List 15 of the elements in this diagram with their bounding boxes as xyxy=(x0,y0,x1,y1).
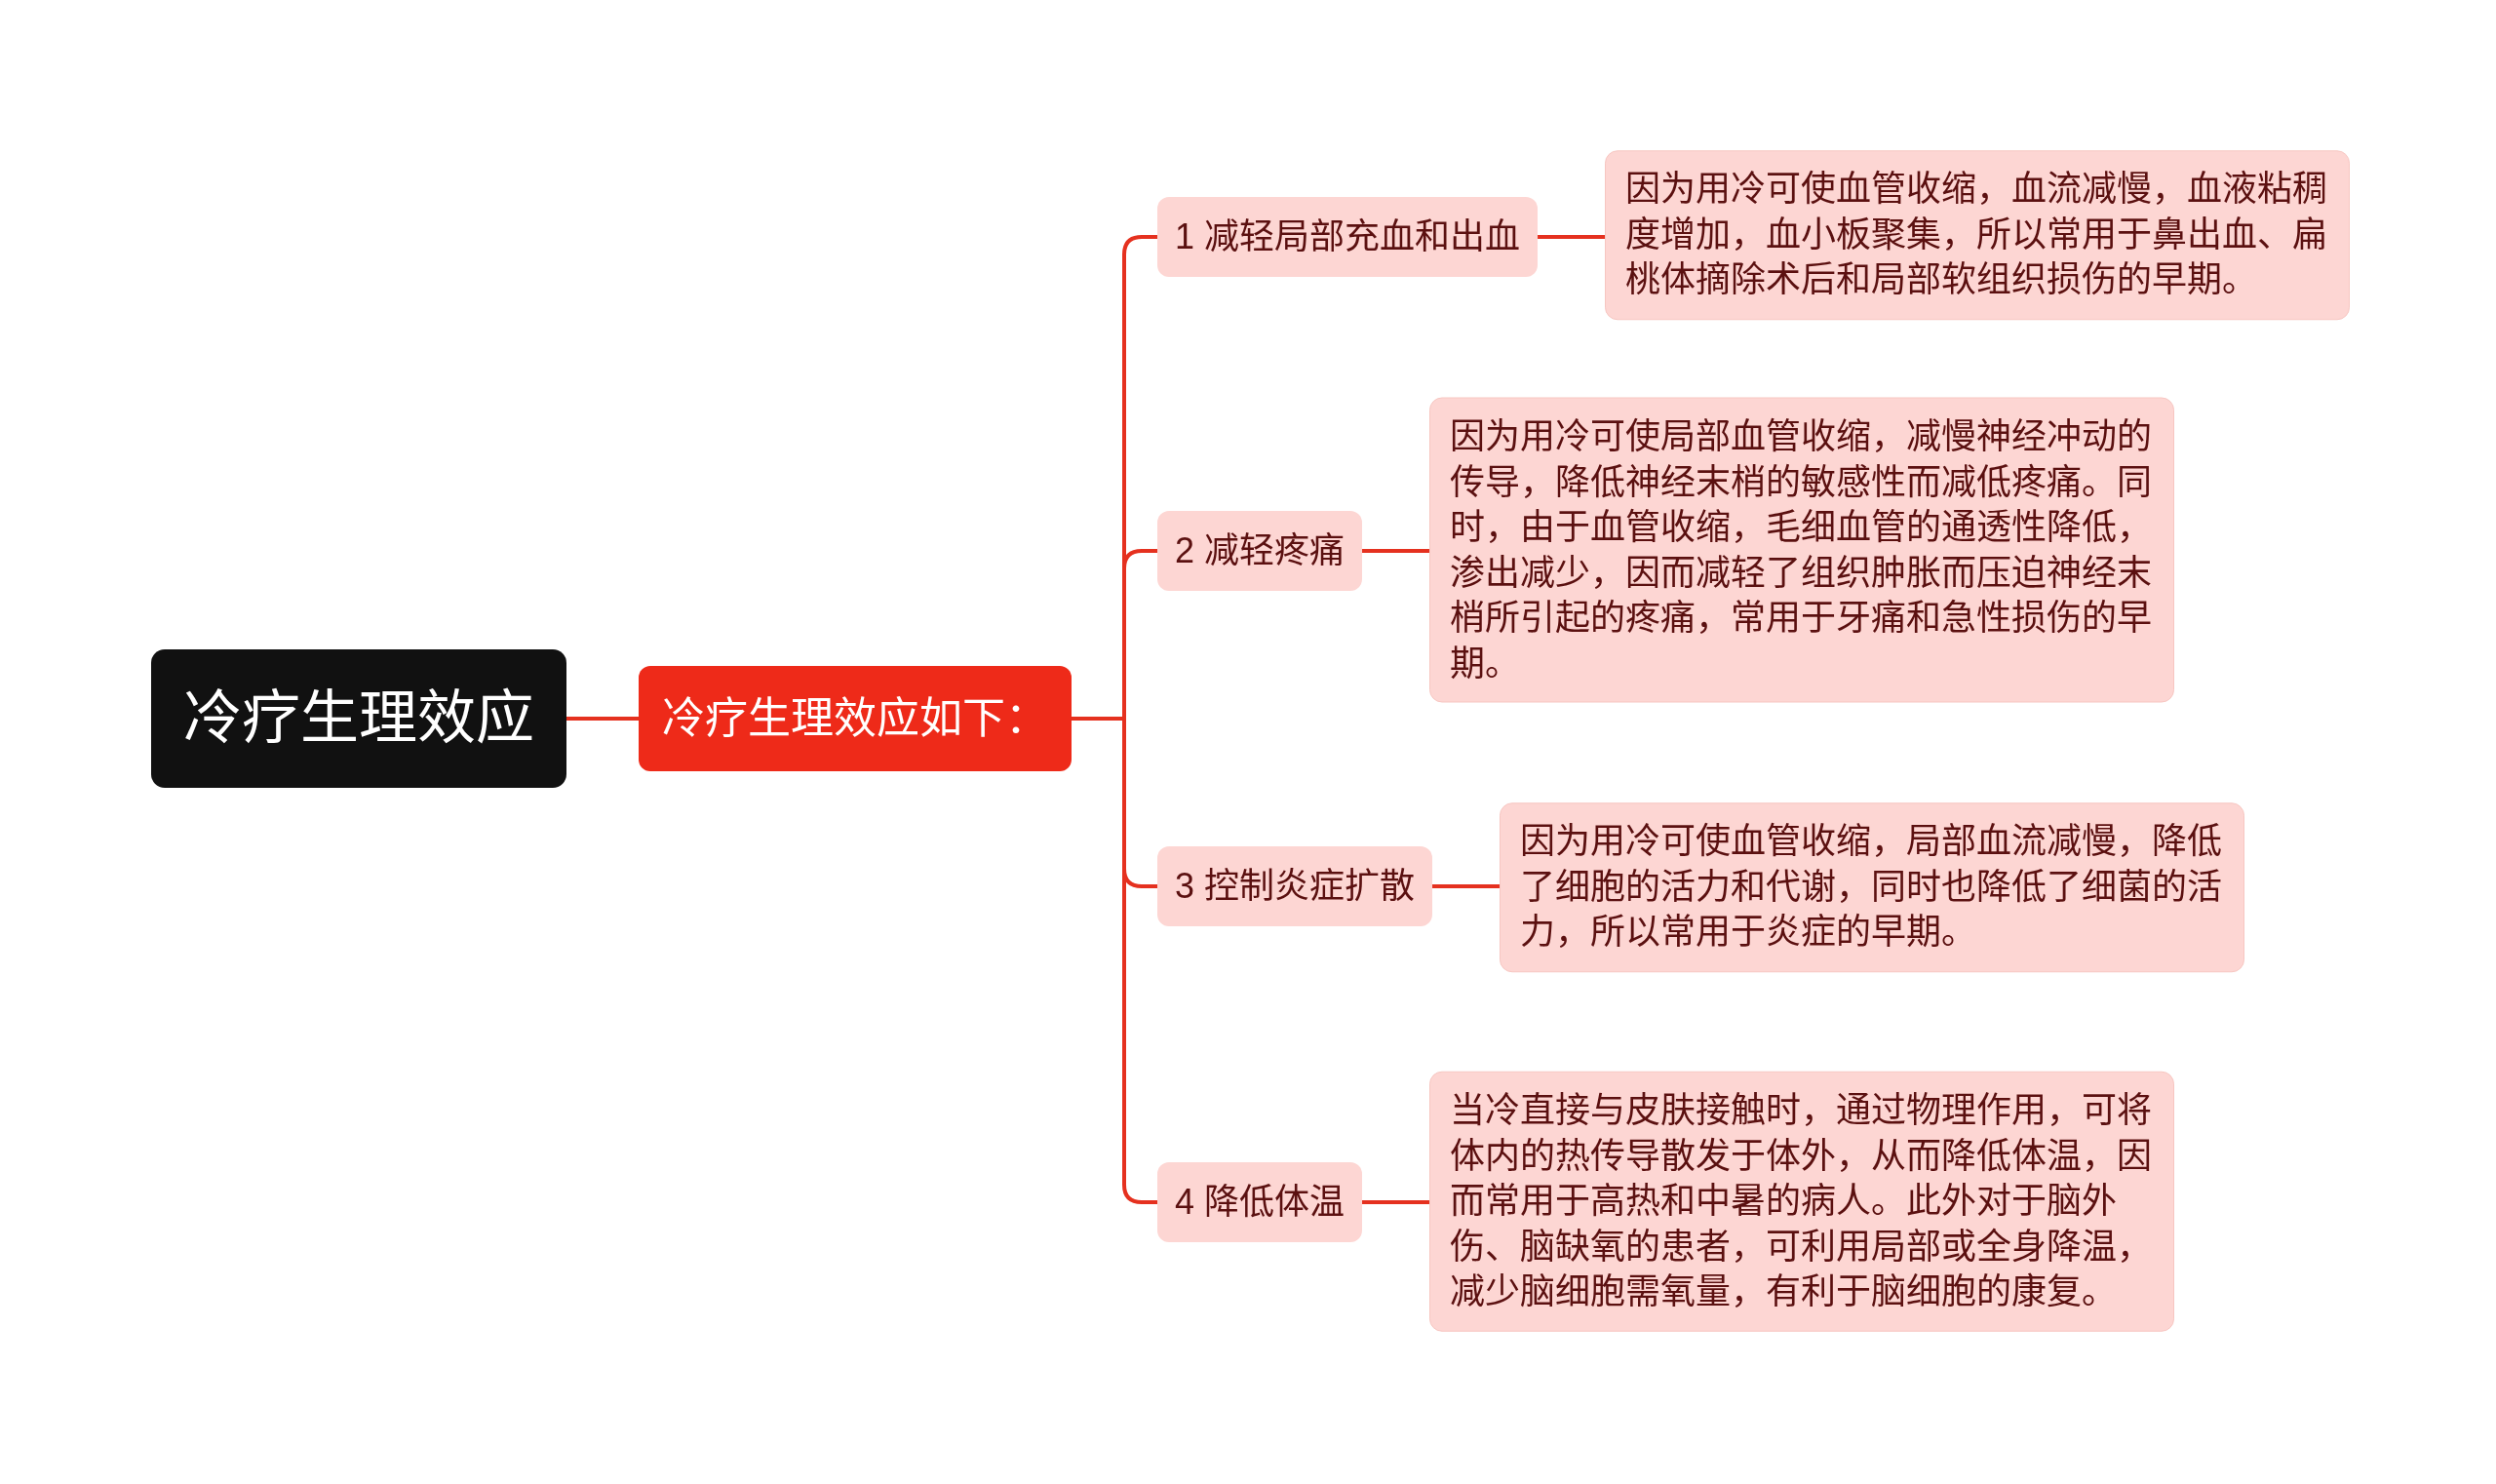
detail-note: 因为用冷可使血管收缩，局部血流减慢，降低了细胞的活力和代谢，同时也降低了细菌的活力，所以常用于炎症的早期。 xyxy=(1500,802,2244,972)
main-topic: 冷疗生理效应如下： xyxy=(639,666,1072,771)
detail-note: 当冷直接与皮肤接触时，通过物理作用，可将体内的热传导散发于体外，从而降低体温，因而常用于高热和中暑的病人。此外对于脑外伤、脑缺氧的患者，可利用局部或全身降温，减少脑细胞需氧量，有利于脑细胞的康复。 xyxy=(1429,1071,2174,1332)
subtopic: 1 减轻局部充血和出血 xyxy=(1157,197,1539,277)
connector-line xyxy=(1432,884,1500,888)
connector-line xyxy=(1362,549,1429,553)
connector-line xyxy=(1538,235,1605,239)
subtopic: 3 控制炎症扩散 xyxy=(1157,846,1433,926)
connector-line xyxy=(566,717,639,721)
connector-line xyxy=(1362,1200,1429,1204)
subtopic: 4 降低体温 xyxy=(1157,1162,1363,1242)
detail-note: 因为用冷可使局部血管收缩，减慢神经冲动的传导，降低神经末梢的敏感性而减低疼痛。同时，由于血管收缩，毛细血管的通透性降低，渗出减少，因而减轻了组织肿胀而压迫神经末梢所引起的疼痛，常用于牙痛和急性损伤的早期。 xyxy=(1429,397,2174,703)
detail-note: 因为用冷可使血管收缩，血流减慢，血液粘稠度增加，血小板聚集，所以常用于鼻出血、扁桃体摘除术后和局部软组织损伤的早期。 xyxy=(1605,150,2350,320)
subtopic: 2 减轻疼痛 xyxy=(1157,511,1363,591)
central-topic: 冷疗生理效应 xyxy=(151,649,566,788)
